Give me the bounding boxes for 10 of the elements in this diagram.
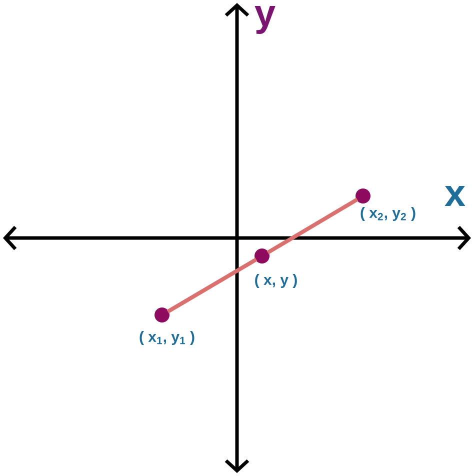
point-label: ( x$_{1}$, y$_{1}$ ) [140, 331, 194, 345]
point-label: ( x$_{2}$, y$_{2}$ ) [360, 207, 416, 221]
point [154, 308, 170, 322]
line-segment [166, 258, 258, 314]
point [356, 188, 370, 204]
axis-label: x [444, 186, 466, 206]
axis-label: y [254, 6, 276, 34]
point [254, 248, 270, 264]
point-label: ( x, y ) [255, 274, 297, 288]
line-segment [266, 198, 358, 254]
